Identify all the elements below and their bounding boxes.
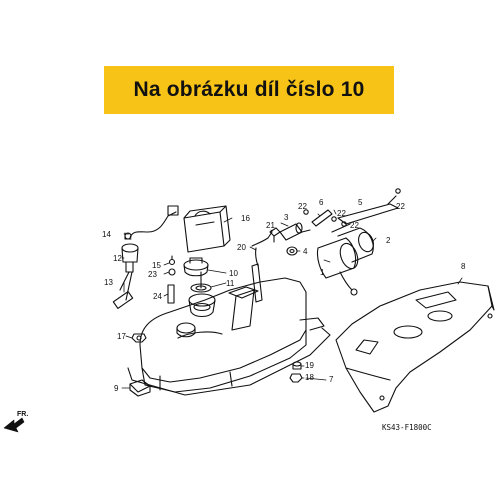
fuel-filter-part-3 [279, 222, 311, 241]
callout-5: 5 [358, 198, 363, 207]
callout-11: 11 [226, 279, 235, 288]
callout-10: 10 [229, 269, 238, 278]
callout-24: 24 [153, 292, 162, 301]
callout-4: 4 [303, 247, 308, 256]
callout-8: 8 [461, 262, 466, 271]
callout-labels: 14 12 13 15 23 24 17 9 16 10 11 20 21 3 … [102, 198, 466, 393]
callout-6: 6 [319, 198, 324, 207]
fuel-cap-part-10 [183, 257, 209, 289]
callout-22a: 22 [298, 202, 307, 211]
front-direction-label: FR. [17, 411, 28, 418]
tube-part-5 [337, 195, 399, 225]
tube-part-24 [167, 284, 175, 304]
fitting-part-21 [269, 227, 281, 243]
diagram-code: KS43-F1800C [382, 423, 432, 432]
callout-18: 18 [305, 373, 314, 382]
fuel-gauge-unit-part-12 [119, 243, 139, 291]
callout-3: 3 [284, 213, 289, 222]
callout-7: 7 [329, 375, 334, 384]
float-arm-part-13 [112, 271, 134, 309]
callout-22d: 22 [396, 202, 405, 211]
callout-21: 21 [266, 221, 275, 230]
clip-part-15 [168, 255, 176, 266]
callout-1: 1 [320, 268, 325, 277]
wire-harness-part-14 [124, 205, 179, 240]
clamp-part-4 [286, 246, 298, 256]
part-number-banner: Na obrázku díl číslo 10 [104, 66, 394, 114]
washer-part-23 [168, 268, 176, 276]
callout-22c: 22 [350, 221, 359, 230]
bolt-part-18 [289, 373, 303, 383]
callout-9: 9 [114, 384, 119, 393]
fuel-tank [127, 277, 331, 396]
front-direction-arrow-icon: FR. [3, 411, 28, 433]
tube-part-6 [311, 209, 333, 227]
callout-20: 20 [237, 243, 246, 252]
callout-12: 12 [113, 254, 122, 263]
callout-19: 19 [305, 361, 314, 370]
collar-part-19 [292, 361, 302, 370]
leader-lines [121, 209, 463, 389]
callout-13: 13 [104, 278, 113, 287]
fuel-pump-part-1 [316, 237, 359, 296]
callout-14: 14 [102, 230, 111, 239]
under-cover-part-8 [335, 281, 495, 413]
bracket-part-2 [331, 223, 374, 263]
callout-22b: 22 [337, 209, 346, 218]
clip-part-22 [303, 188, 401, 227]
callout-2: 2 [386, 236, 391, 245]
gasket-part-11 [190, 283, 212, 293]
tool-bag-part-16 [183, 205, 231, 253]
callout-23: 23 [148, 270, 157, 279]
hose-part-20 [251, 231, 273, 303]
bolt-part-17 [131, 333, 147, 343]
callout-15: 15 [152, 261, 161, 270]
callout-17: 17 [117, 332, 126, 341]
callout-16: 16 [241, 214, 250, 223]
banner-text: Na obrázku díl číslo 10 [133, 78, 365, 101]
